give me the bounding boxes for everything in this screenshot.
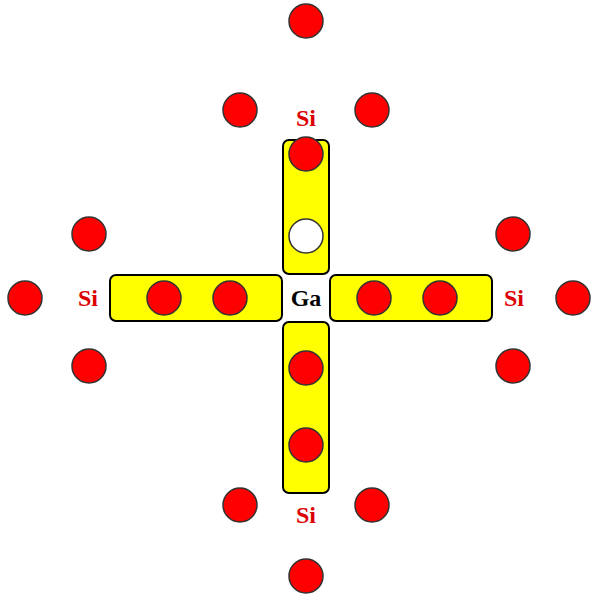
element-symbol: Si xyxy=(296,503,316,527)
electron xyxy=(556,281,590,315)
element-symbol: Ga xyxy=(291,286,322,310)
atom-circle: Si xyxy=(260,469,352,561)
electron xyxy=(289,428,323,462)
element-symbol: Si xyxy=(78,286,98,310)
electron xyxy=(223,488,257,522)
bond xyxy=(110,275,282,321)
electron xyxy=(213,281,247,315)
atom-circle: Si xyxy=(468,252,560,344)
electron xyxy=(72,349,106,383)
atom-circle: Ga xyxy=(258,250,354,346)
electron xyxy=(496,349,530,383)
bond xyxy=(330,275,492,321)
electron xyxy=(289,4,323,38)
element-symbol: Si xyxy=(296,106,316,130)
electron xyxy=(423,281,457,315)
atom-circle: Si xyxy=(42,252,134,344)
electron xyxy=(72,217,106,251)
electron xyxy=(355,488,389,522)
electron xyxy=(355,93,389,127)
element-symbol: Si xyxy=(504,286,524,310)
bond xyxy=(283,322,329,493)
electron xyxy=(8,281,42,315)
electron xyxy=(147,281,181,315)
atom-circle: Si xyxy=(260,72,352,164)
electron xyxy=(496,217,530,251)
electron xyxy=(289,137,323,171)
electron xyxy=(357,281,391,315)
hole xyxy=(289,219,323,253)
electron xyxy=(223,93,257,127)
electron xyxy=(289,559,323,593)
electron xyxy=(289,351,323,385)
